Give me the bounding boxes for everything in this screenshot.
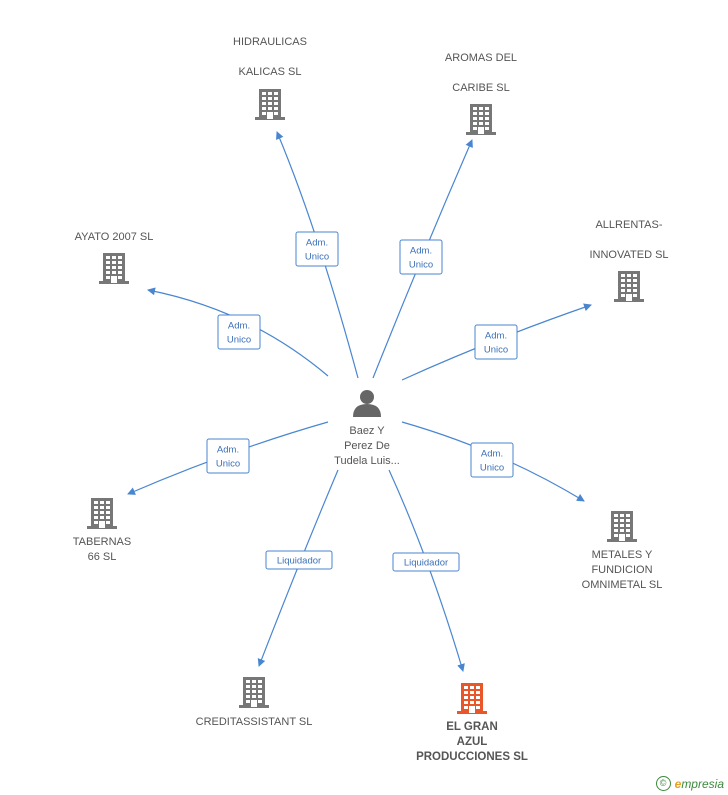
company-label[interactable]: 66 SL (88, 551, 117, 563)
company-node-allrentas[interactable]: ALLRENTAS- INNOVATED SL (589, 219, 669, 302)
company-label[interactable]: AYATO 2007 SL (75, 231, 154, 243)
edge-label-text: Unico (305, 252, 329, 263)
building-icon[interactable] (614, 271, 644, 302)
person-node[interactable]: Baez Y Perez De Tudela Luis... (334, 390, 400, 467)
person-label[interactable]: Tudela Luis... (334, 455, 400, 467)
building-icon[interactable] (239, 677, 269, 708)
edge-label-text: Adm. (306, 238, 328, 249)
edge-label[interactable]: Adm. Unico (399, 239, 443, 275)
building-icon[interactable] (255, 89, 285, 120)
company-node-tabernas[interactable]: TABERNAS 66 SL (73, 498, 131, 563)
brand-footer: © empresia (655, 776, 724, 791)
edge-label-text: Liquidador (277, 556, 321, 567)
edge-allrentas: Adm. Unico (401, 303, 592, 381)
brand-logo[interactable]: empresia (674, 776, 724, 791)
company-label[interactable]: AZUL (457, 736, 488, 748)
edge-label-text: Adm. (485, 331, 507, 342)
company-label[interactable]: INNOVATED SL (589, 249, 668, 261)
edge-label[interactable]: Liquidador (265, 550, 333, 570)
company-label[interactable]: PRODUCCIONES SL (416, 751, 528, 763)
company-node-ayato[interactable]: AYATO 2007 SL (75, 231, 154, 284)
company-label[interactable]: ALLRENTAS- (595, 219, 662, 231)
edge-label-text: Adm. (228, 321, 250, 332)
person-label[interactable]: Baez Y (349, 425, 385, 437)
building-icon[interactable] (607, 511, 637, 542)
edge-tabernas: Adm. Unico (127, 421, 329, 495)
company-node-creditassistant[interactable]: CREDITASSISTANT SL (196, 677, 313, 728)
edge-label[interactable]: Adm. Unico (217, 314, 261, 350)
company-label[interactable]: FUNDICION (591, 564, 652, 576)
company-label[interactable]: OMNIMETAL SL (582, 579, 663, 591)
company-label[interactable]: KALICAS SL (239, 66, 302, 78)
edge-label[interactable]: Liquidador (392, 552, 460, 572)
edge-label-text: Adm. (481, 449, 503, 460)
edge-creditassistant: Liquidador (257, 469, 339, 667)
company-label[interactable]: METALES Y (592, 549, 653, 561)
copyright-icon: © (655, 776, 671, 791)
company-label[interactable]: HIDRAULICAS (233, 36, 307, 48)
edge-label-text: Adm. (217, 445, 239, 456)
edge-label[interactable]: Adm. Unico (206, 438, 250, 474)
edge-label[interactable]: Adm. Unico (295, 231, 339, 267)
edge-label-text: Adm. (410, 246, 432, 257)
person-icon[interactable] (353, 390, 381, 417)
building-icon[interactable] (466, 104, 496, 135)
edge-elgranazul: Liquidador (388, 469, 465, 672)
company-node-hidraulicas[interactable]: HIDRAULICAS KALICAS SL (233, 36, 307, 120)
person-label[interactable]: Perez De (344, 440, 390, 452)
edge-label-text: Unico (216, 459, 240, 470)
company-label[interactable]: EL GRAN (446, 721, 498, 733)
edge-label[interactable]: Adm. Unico (470, 442, 514, 478)
company-node-metales[interactable]: METALES Y FUNDICION OMNIMETAL SL (582, 511, 663, 591)
edge-ayato: Adm. Unico (147, 287, 329, 377)
company-label[interactable]: AROMAS DEL (445, 52, 517, 64)
company-label[interactable]: CARIBE SL (452, 82, 509, 94)
nodes-layer: HIDRAULICAS KALICAS SL AROMAS DEL CARIBE SL… (73, 36, 669, 763)
edge-label-text: Unico (227, 335, 251, 346)
company-node-aromas[interactable]: AROMAS DEL CARIBE SL (445, 52, 517, 135)
building-icon[interactable] (99, 253, 129, 284)
edge-metales: Adm. Unico (401, 421, 585, 502)
edge-label-text: Unico (409, 260, 433, 271)
company-label[interactable]: TABERNAS (73, 536, 131, 548)
company-label[interactable]: CREDITASSISTANT SL (196, 716, 313, 728)
building-icon[interactable] (457, 683, 487, 714)
edge-label-text: Unico (484, 345, 508, 356)
edge-aromas: Adm. Unico (372, 139, 473, 379)
edge-hidraulicas: Adm. Unico (276, 131, 359, 379)
company-node-elgranazul[interactable]: EL GRAN AZUL PRODUCCIONES SL (416, 683, 528, 763)
edge-label-text: Unico (480, 463, 504, 474)
edge-label[interactable]: Adm. Unico (474, 324, 518, 360)
edge-label-text: Liquidador (404, 558, 448, 569)
building-icon[interactable] (87, 498, 117, 529)
